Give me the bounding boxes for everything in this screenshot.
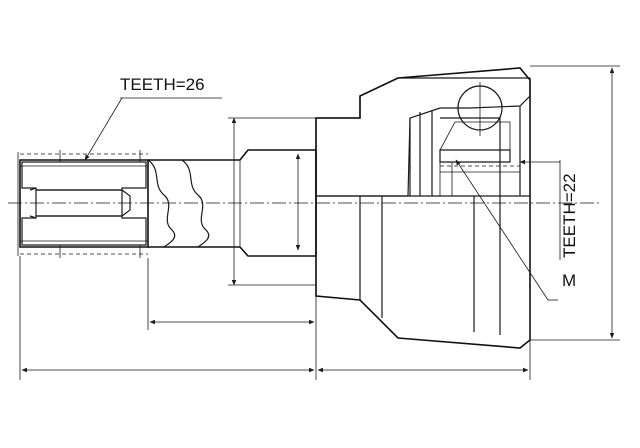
teeth-22-callout: TEETH=22	[519, 159, 579, 260]
thread-callout: M	[455, 159, 576, 301]
teeth-22-label: TEETH=22	[560, 173, 579, 258]
shaft-neck	[228, 117, 317, 286]
teeth-26-label: TEETH=26	[120, 75, 205, 94]
cv-housing	[315, 67, 531, 349]
teeth-26-callout: TEETH=26	[84, 75, 222, 161]
dimensions	[19, 65, 620, 380]
shaft-spline-end	[17, 150, 240, 258]
thread-label: M	[562, 271, 576, 290]
